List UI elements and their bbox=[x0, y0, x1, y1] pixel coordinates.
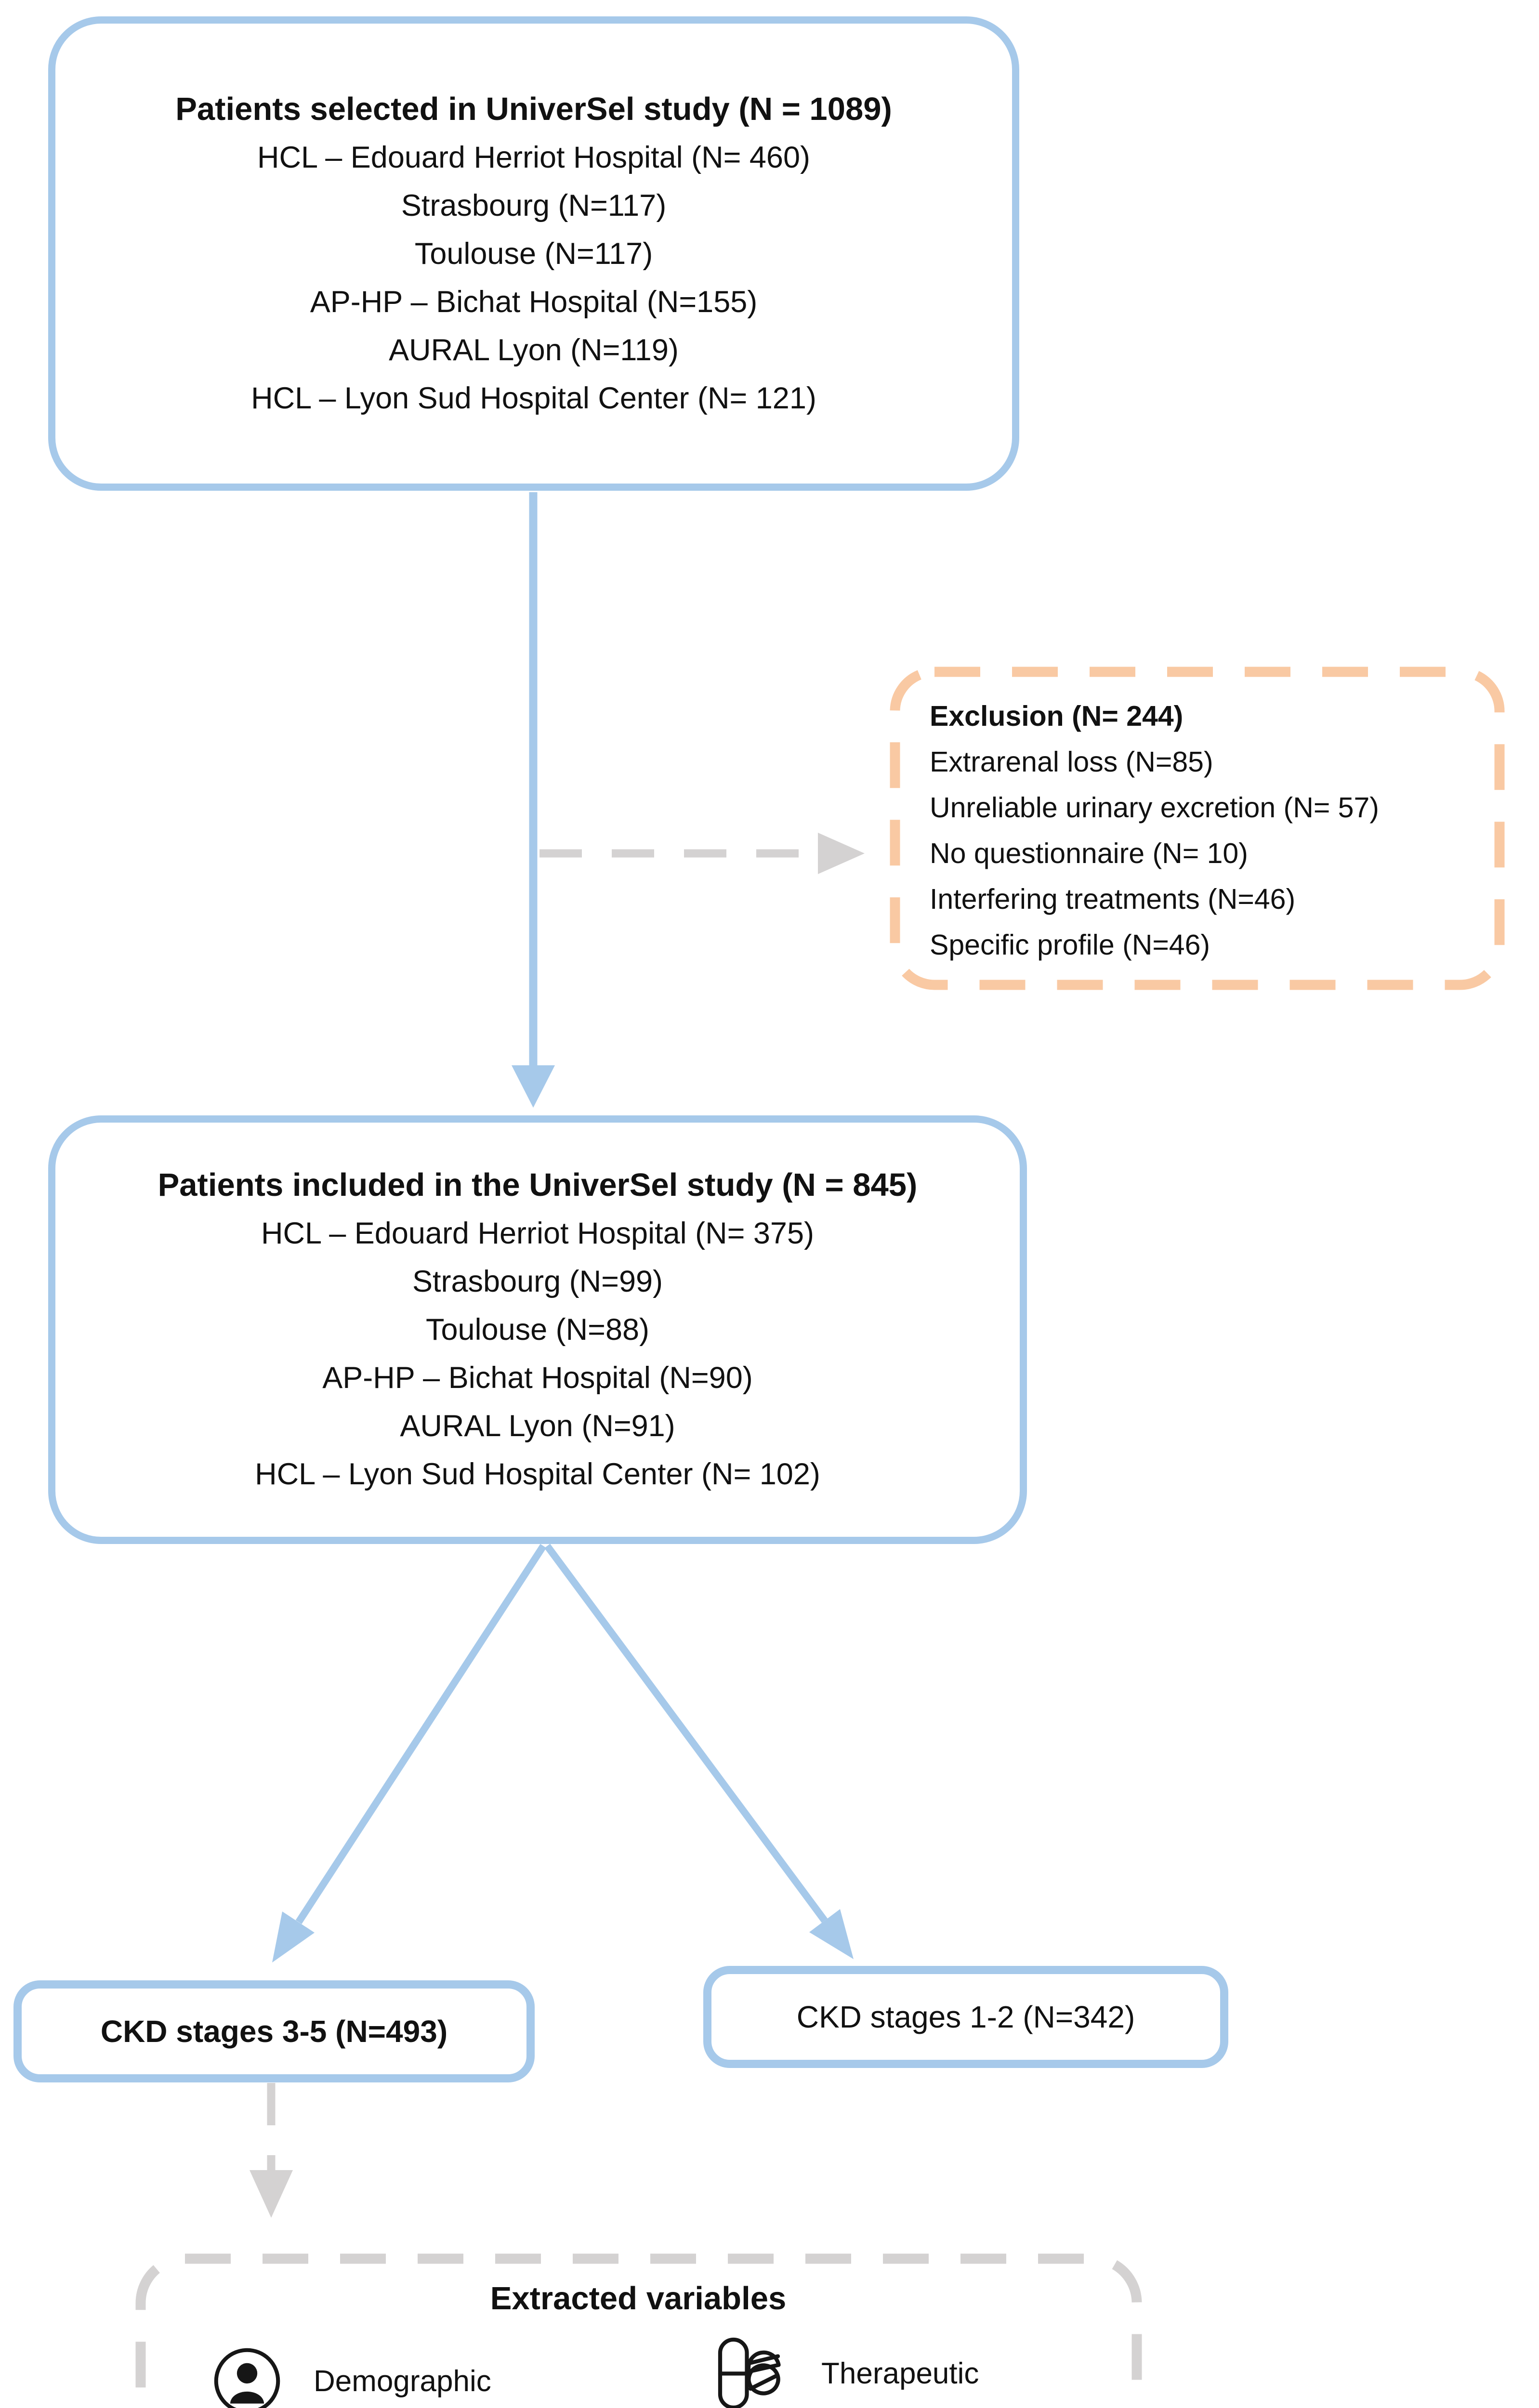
ckd-stages-1-2-label: CKD stages 1-2 (N=342) bbox=[796, 2000, 1135, 2034]
person-circle-icon bbox=[212, 2346, 282, 2408]
ckd-stages-3-5-box: CKD stages 3-5 (N=493) bbox=[13, 1980, 535, 2082]
site-line: AURAL Lyon (N=91) bbox=[400, 1409, 675, 1443]
extracted-item-label: Demographic bbox=[314, 2364, 491, 2398]
extracted-item-demographic: Demographic bbox=[212, 2346, 491, 2408]
patients-selected-title: Patients selected in UniverSel study (N … bbox=[175, 91, 892, 127]
arrow-to-exclusion bbox=[539, 833, 865, 874]
arrow-selected-to-included bbox=[512, 492, 555, 1108]
exclusion-box: Exclusion (N= 244) Extrarenal loss (N=85… bbox=[930, 691, 1484, 970]
site-line: AP-HP – Bichat Hospital (N=155) bbox=[310, 285, 758, 319]
extracted-variables-box: Extracted variables Demographic bbox=[137, 2257, 1139, 2408]
patients-selected-box: Patients selected in UniverSel study (N … bbox=[48, 16, 1019, 491]
site-line: HCL – Edouard Herriot Hospital (N= 375) bbox=[261, 1217, 814, 1250]
ckd-stages-3-5-label: CKD stages 3-5 (N=493) bbox=[100, 2014, 448, 2049]
extracted-item-therapeutic: Therapeutic bbox=[713, 2334, 979, 2408]
exclusion-line: No questionnaire (N= 10) bbox=[930, 838, 1248, 869]
extracted-variables-title: Extracted variables bbox=[490, 2280, 787, 2316]
site-line: HCL – Edouard Herriot Hospital (N= 460) bbox=[257, 140, 810, 174]
exclusion-line: Extrarenal loss (N=85) bbox=[930, 746, 1213, 778]
site-line: Strasbourg (N=99) bbox=[412, 1265, 663, 1298]
site-line: AP-HP – Bichat Hospital (N=90) bbox=[322, 1361, 753, 1395]
arrow-included-to-ckd35 bbox=[272, 1544, 547, 1963]
exclusion-line: Interfering treatments (N=46) bbox=[930, 883, 1296, 915]
exclusion-line: Unreliable urinary excretion (N= 57) bbox=[930, 792, 1379, 824]
site-line: Toulouse (N=117) bbox=[414, 236, 653, 271]
ckd-stages-1-2-box: CKD stages 1-2 (N=342) bbox=[703, 1966, 1228, 2068]
site-line: HCL – Lyon Sud Hospital Center (N= 102) bbox=[255, 1457, 820, 1491]
exclusion-box-frame bbox=[890, 667, 1505, 990]
extracted-item-label: Therapeutic bbox=[821, 2357, 979, 2390]
pills-icon bbox=[713, 2334, 785, 2408]
site-line: Strasbourg (N=117) bbox=[401, 188, 667, 222]
site-line: Toulouse (N=88) bbox=[425, 1313, 649, 1347]
patients-included-box: Patients included in the UniverSel study… bbox=[48, 1115, 1027, 1544]
exclusion-line: Specific profile (N=46) bbox=[930, 929, 1210, 961]
patients-included-title: Patients included in the UniverSel study… bbox=[158, 1167, 918, 1203]
site-line: HCL – Lyon Sud Hospital Center (N= 121) bbox=[251, 381, 816, 415]
site-line: AURAL Lyon (N=119) bbox=[389, 333, 679, 367]
arrow-ckd35-to-extracted bbox=[250, 2083, 293, 2218]
exclusion-title: Exclusion (N= 244) bbox=[930, 700, 1184, 732]
arrow-included-to-ckd12 bbox=[544, 1544, 854, 1959]
